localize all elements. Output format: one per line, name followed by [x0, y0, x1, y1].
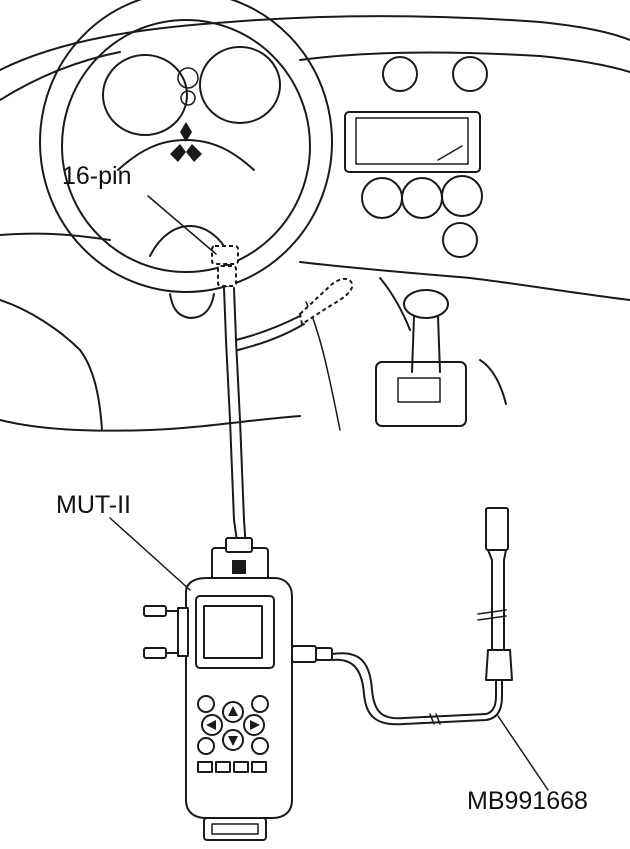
adapter-label: MB991668	[467, 787, 588, 815]
diagnostic-connector-16pin	[211, 245, 354, 326]
main-cable	[223, 287, 305, 549]
instrument-cluster	[102, 46, 281, 136]
mut-ii-tester	[143, 537, 333, 841]
center-stack	[344, 56, 488, 258]
gear-shifter	[375, 289, 507, 427]
mb991668-adapter	[331, 507, 513, 726]
leader-lines	[109, 195, 549, 791]
steering-wheel	[39, 0, 333, 319]
dashboard	[0, 15, 630, 432]
tester-label: MUT-II	[56, 491, 131, 519]
connector-label: 16-pin	[62, 162, 132, 190]
mitsubishi-logo-icon	[180, 122, 192, 142]
